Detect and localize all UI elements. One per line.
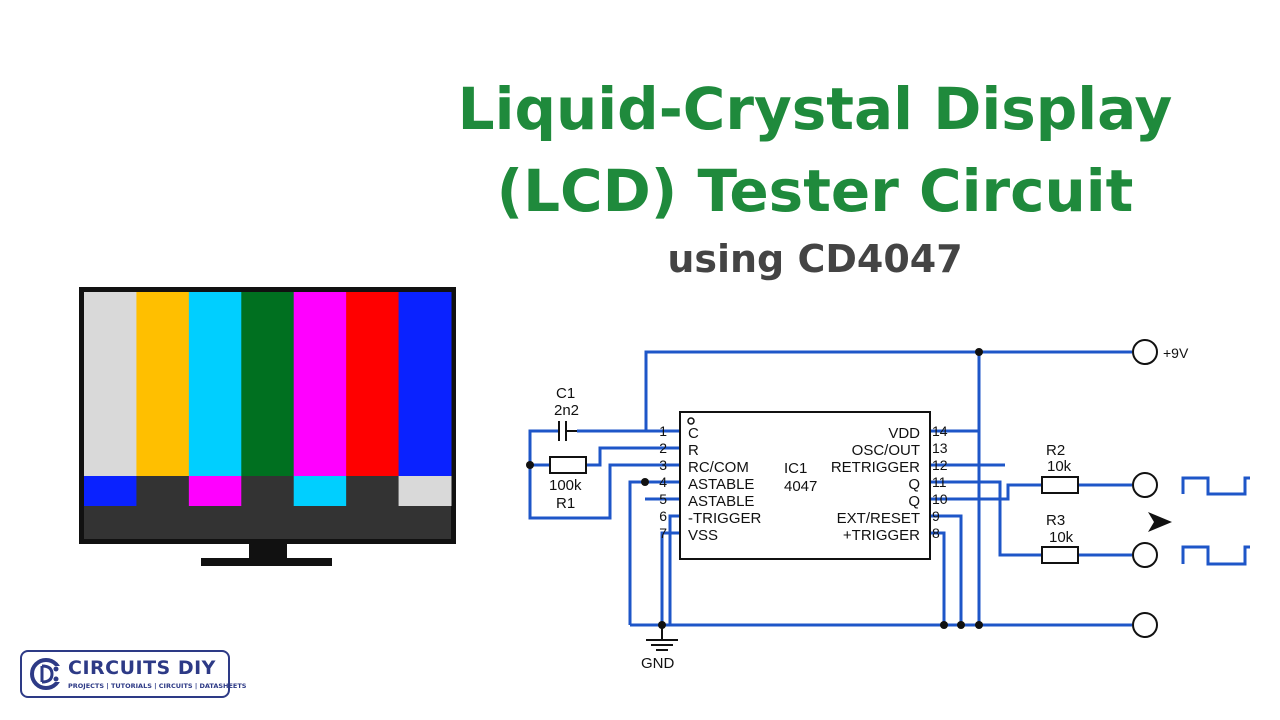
ic-pin-number: 9 bbox=[932, 508, 940, 524]
arrow-icon bbox=[1148, 512, 1172, 532]
supply-label: +9V bbox=[1163, 345, 1189, 361]
color-bar bbox=[398, 292, 452, 476]
ic-pin-number: 4 bbox=[659, 474, 667, 490]
color-bar bbox=[136, 292, 190, 476]
color-block bbox=[241, 476, 295, 506]
ic-pin-name: -TRIGGER bbox=[688, 510, 761, 527]
logo-name: CIRCUITS DIY bbox=[68, 657, 216, 679]
color-block bbox=[136, 476, 190, 506]
wire-pin10 bbox=[930, 483, 1042, 501]
ic-part: 4047 bbox=[784, 478, 817, 495]
color-block bbox=[293, 476, 347, 506]
ic-pin-number: 6 bbox=[659, 508, 667, 524]
color-bar bbox=[241, 292, 295, 476]
r3-ref: R3 bbox=[1046, 512, 1065, 529]
resistor-r2 bbox=[1041, 476, 1079, 494]
ic-pin-name: C bbox=[688, 425, 699, 442]
ic-pin-name: Q bbox=[908, 476, 920, 493]
ic-right-pins: 14VDD13OSC/OUT12RETRIGGER11Q10Q9EXT/RESE… bbox=[831, 423, 948, 544]
ic-pin-number: 8 bbox=[932, 525, 940, 541]
ground-icon bbox=[646, 625, 678, 651]
square-wave-2 bbox=[1181, 545, 1250, 566]
ic-pin-number: 2 bbox=[659, 440, 667, 456]
ic-pin-name: Q bbox=[908, 493, 920, 510]
tv-bottom-strip bbox=[84, 506, 451, 539]
r1-ref: R1 bbox=[556, 495, 575, 512]
ic-pin-number: 5 bbox=[659, 491, 667, 507]
ic-pin1-marker bbox=[687, 417, 695, 425]
ic-pin-name: VDD bbox=[888, 425, 920, 442]
ic-pin-number: 10 bbox=[932, 491, 948, 507]
wire-pin6 bbox=[668, 514, 680, 625]
c1-value: 2n2 bbox=[554, 402, 579, 419]
ground-label: GND bbox=[641, 655, 675, 672]
wire-pin4 bbox=[628, 480, 680, 625]
color-bars bbox=[84, 292, 452, 476]
logo-tagline: PROJECTS | TUTORIALS | CIRCUITS | DATASH… bbox=[68, 682, 247, 690]
ic-ref: IC1 bbox=[784, 460, 807, 477]
ic-pin-name: OSC/OUT bbox=[852, 442, 920, 459]
terminal-gnd bbox=[1132, 612, 1158, 638]
color-block bbox=[188, 476, 242, 506]
resistor-r1 bbox=[549, 456, 587, 474]
r3-value: 10k bbox=[1049, 529, 1074, 546]
color-block bbox=[346, 476, 400, 506]
color-bar bbox=[293, 292, 347, 476]
color-bar bbox=[346, 292, 400, 476]
capacitor-c1 bbox=[558, 421, 577, 441]
wire-pin9 bbox=[930, 514, 963, 625]
resistor-r3 bbox=[1041, 546, 1079, 564]
wires bbox=[528, 350, 1250, 627]
color-bar bbox=[84, 292, 137, 476]
tv-neck bbox=[249, 544, 287, 560]
wire-c1-r1-loop bbox=[528, 429, 680, 520]
terminal-out-2 bbox=[1132, 542, 1158, 568]
title-line-2: (LCD) Tester Circuit bbox=[496, 157, 1134, 225]
color-block bbox=[84, 476, 137, 506]
wire-vdd-rail bbox=[644, 350, 1132, 431]
wire-pin14 bbox=[930, 352, 981, 433]
ic-pin-number: 14 bbox=[932, 423, 948, 439]
tv-stand bbox=[201, 558, 332, 566]
circuits-diy-logo: CIRCUITS DIY PROJECTS | TUTORIALS | CIRC… bbox=[20, 650, 246, 698]
ic-pin-name: R bbox=[688, 442, 699, 459]
ic-pin-number: 1 bbox=[659, 423, 667, 439]
ic-pin-name: ASTABLE bbox=[688, 476, 754, 493]
terminal-out-1 bbox=[1132, 472, 1158, 498]
c1-ref: C1 bbox=[556, 385, 575, 402]
ic-pin-number: 3 bbox=[659, 457, 667, 473]
r1-value: 100k bbox=[549, 477, 582, 494]
wire-r1-right bbox=[586, 446, 680, 467]
ic-pin-name: RC/COM bbox=[688, 459, 749, 476]
ic-pin-number: 13 bbox=[932, 440, 948, 456]
ic-body bbox=[679, 411, 931, 560]
ic-pin-name: EXT/RESET bbox=[837, 510, 920, 527]
ic-pin-name: VSS bbox=[688, 527, 718, 544]
color-block bbox=[398, 476, 452, 506]
color-blocks bbox=[84, 476, 452, 506]
square-wave-1 bbox=[1181, 476, 1250, 496]
ic-pin-name: RETRIGGER bbox=[831, 459, 920, 476]
ic-pin-name: ASTABLE bbox=[688, 493, 754, 510]
ic-pin-number: 7 bbox=[659, 525, 667, 541]
r2-value: 10k bbox=[1047, 458, 1072, 475]
ic-pin-number: 11 bbox=[932, 474, 947, 490]
r2-ref: R2 bbox=[1046, 442, 1065, 459]
wire-pin7 bbox=[660, 531, 680, 625]
wire-pin11 bbox=[930, 480, 1042, 557]
logo-icon bbox=[30, 658, 64, 690]
subtitle: using CD4047 bbox=[667, 237, 963, 281]
terminal-vdd bbox=[1132, 339, 1158, 365]
ic-pin-number: 12 bbox=[932, 457, 948, 473]
color-bar bbox=[188, 292, 242, 476]
ic-pin-name: +TRIGGER bbox=[843, 527, 920, 544]
wire-pin8 bbox=[930, 531, 946, 625]
title-line-1: Liquid-Crystal Display bbox=[457, 75, 1173, 143]
tv-illustration bbox=[79, 287, 456, 566]
